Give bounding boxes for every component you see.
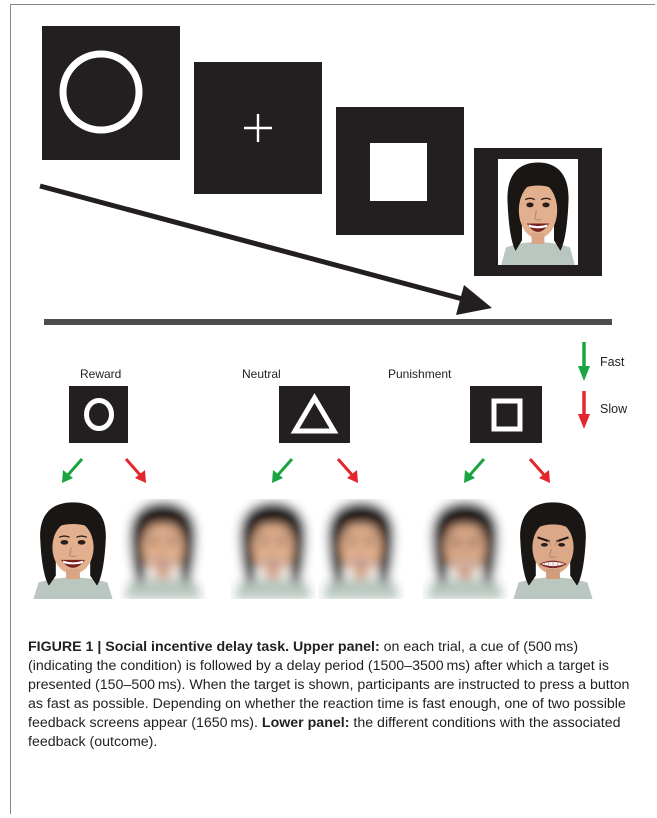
reward-cue bbox=[69, 386, 128, 443]
upper-panel-text: on each trial, a cue of (500 ms) (indica… bbox=[28, 639, 630, 731]
slow-arrow-icon bbox=[124, 458, 146, 483]
lower-panel-label: Lower panel: bbox=[261, 715, 350, 731]
target-square-icon bbox=[370, 143, 427, 201]
circle-cue-icon bbox=[84, 398, 114, 431]
lower-panel-text: the different conditions with the associ… bbox=[28, 715, 621, 750]
figure-label: FIGURE 1 | Social incentive delay task. bbox=[28, 639, 290, 655]
slow-arrow-icon bbox=[528, 458, 550, 483]
legend-slow-label: Slow bbox=[600, 402, 628, 416]
neutral-cue bbox=[279, 386, 350, 443]
circle-cue-icon bbox=[59, 50, 143, 134]
cue-screen bbox=[42, 26, 180, 160]
condition-label-punishment: Punishment bbox=[388, 367, 452, 381]
timeline-arrow bbox=[39, 183, 492, 315]
triangle-cue-icon bbox=[290, 393, 339, 434]
panel-divider bbox=[44, 319, 612, 325]
target-screen bbox=[336, 107, 464, 235]
blurred-face-outcome bbox=[230, 499, 316, 599]
angry-face-outcome bbox=[510, 499, 596, 599]
happy-face-outcome bbox=[30, 499, 116, 599]
blurred-face-outcome bbox=[120, 499, 206, 599]
fast-arrow-icon bbox=[62, 458, 84, 483]
outcome-arrows bbox=[62, 342, 590, 483]
figure-caption: FIGURE 1 | Social incentive delay task. … bbox=[28, 638, 643, 752]
condition-label-neutral: Neutral bbox=[242, 367, 281, 381]
punishment-cue bbox=[470, 386, 542, 443]
fast-arrow-icon bbox=[272, 458, 294, 483]
fixation-cross-icon bbox=[244, 114, 272, 142]
square-cue-icon bbox=[491, 398, 523, 432]
feedback-screen bbox=[474, 148, 602, 276]
upper-panel-label: Upper panel: bbox=[292, 639, 380, 655]
slow-arrow-icon bbox=[336, 458, 358, 483]
fixation-screen bbox=[194, 62, 322, 194]
fast-arrow-icon bbox=[464, 458, 486, 483]
blurred-face-outcome bbox=[318, 499, 404, 599]
blurred-face-outcome bbox=[422, 499, 508, 599]
legend-fast-label: Fast bbox=[600, 355, 625, 369]
legend-fast-arrow-icon bbox=[578, 342, 590, 381]
condition-label-reward: Reward bbox=[80, 367, 122, 381]
figure-frame bbox=[10, 4, 655, 814]
legend-slow-arrow-icon bbox=[578, 391, 590, 429]
